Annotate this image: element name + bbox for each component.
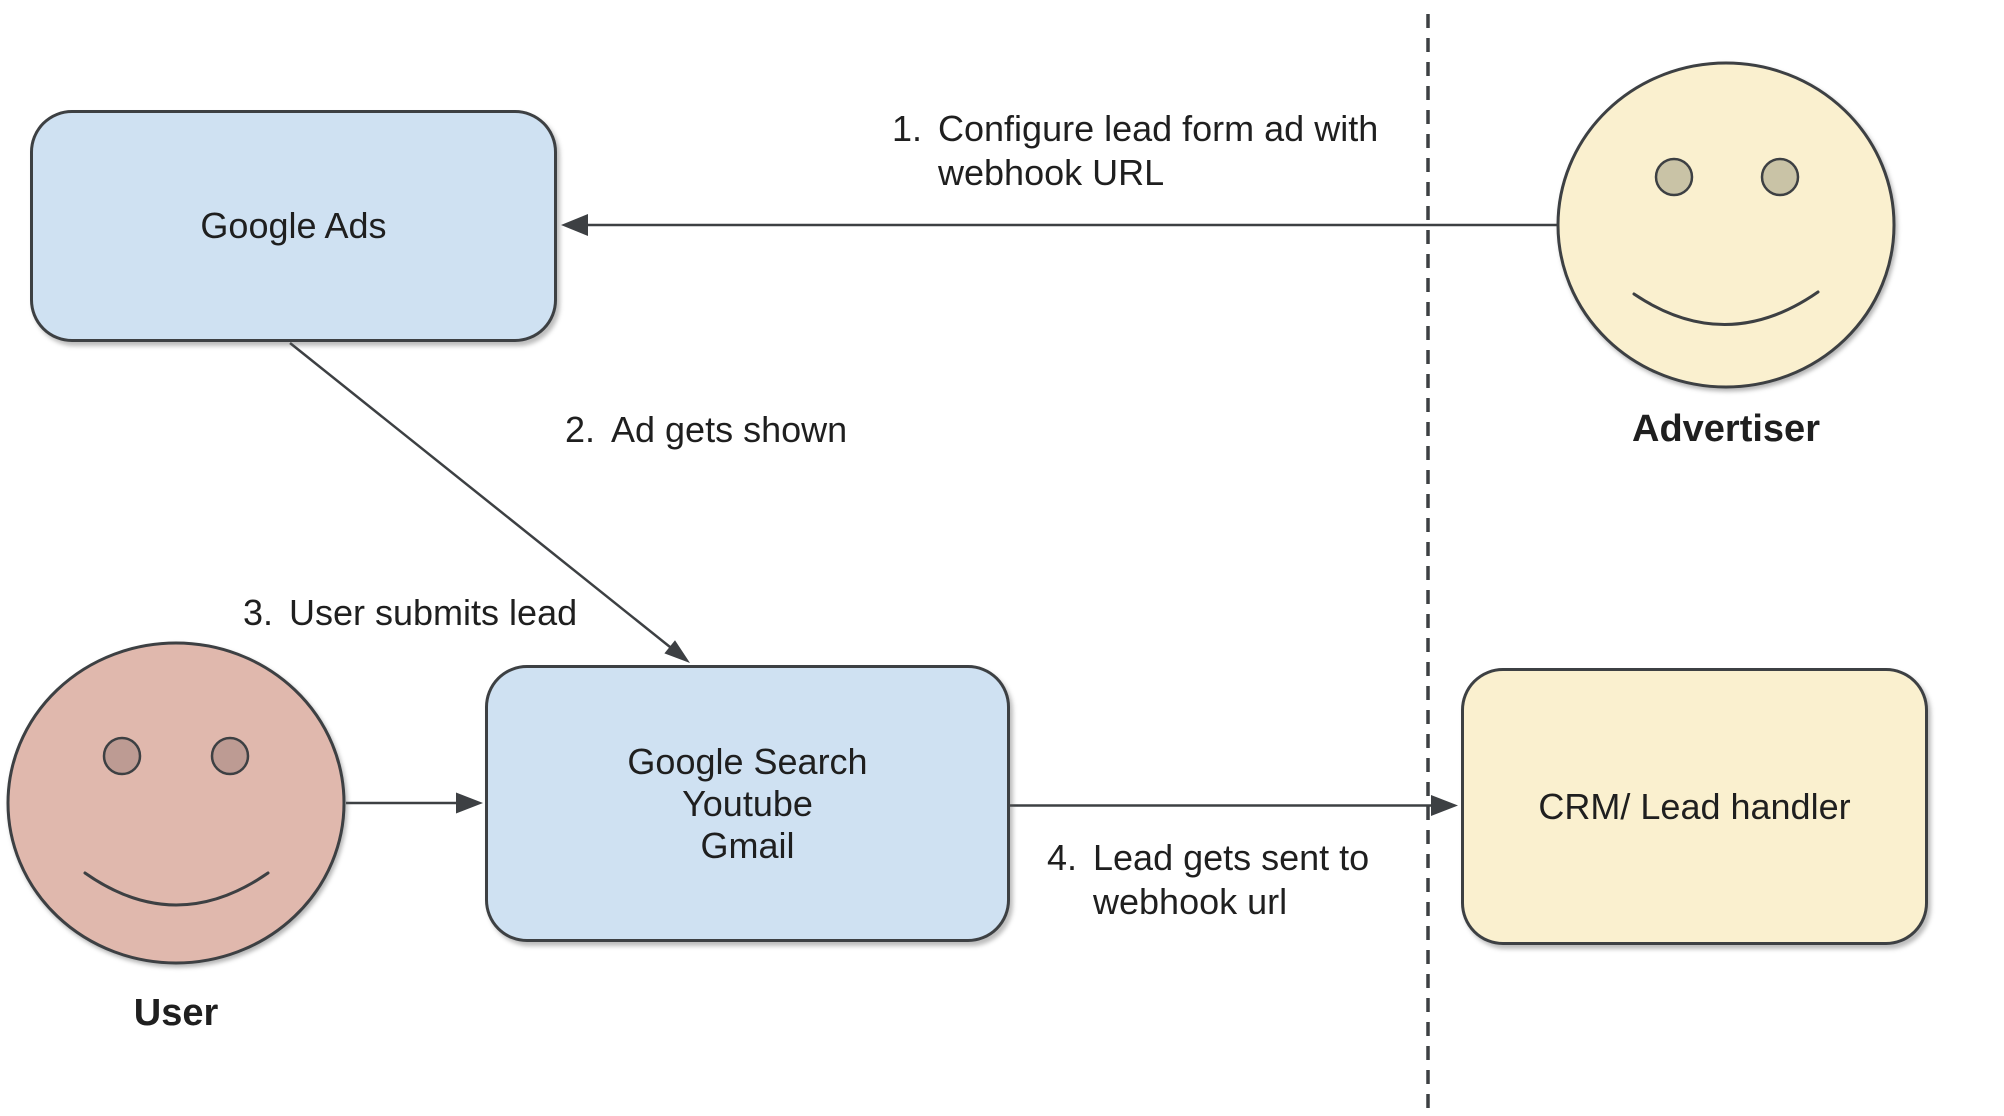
step-2-text: Ad gets shown <box>611 409 848 450</box>
advertiser-smile <box>1632 290 1820 326</box>
user-face-icon <box>6 641 346 965</box>
arrow-ad-shown-line <box>289 342 671 648</box>
node-google-ads: Google Ads <box>30 110 557 342</box>
node-crm: CRM/ Lead handler <box>1461 668 1928 945</box>
advertiser-face-circle <box>1556 61 1896 389</box>
node-google-surfaces-line-3: Gmail <box>700 824 795 866</box>
step-1-number: 1. <box>892 108 923 149</box>
step-3-number: 3. <box>243 592 274 633</box>
node-google-surfaces-line-2: Youtube <box>682 782 813 824</box>
user-label: User <box>133 992 219 1034</box>
arrow-lead-webhook-head <box>1431 795 1458 816</box>
user-eye-right <box>210 736 250 776</box>
user-face-circle <box>6 641 346 965</box>
advertiser-label: Advertiser <box>1632 408 1820 450</box>
node-google-ads-label: Google Ads <box>200 205 387 246</box>
user-smile <box>83 871 270 907</box>
step-2-label: 2. Ad gets shown <box>565 408 847 452</box>
advertiser-eye-right <box>1760 157 1800 197</box>
step-4-number: 4. <box>1047 837 1078 878</box>
node-google-surfaces: Google Search Youtube Gmail <box>485 665 1010 942</box>
arrow-ad-shown-head <box>664 640 690 663</box>
step-3-text: User submits lead <box>289 592 578 633</box>
arrow-lead-webhook <box>1010 795 1458 816</box>
arrow-user-submits <box>346 792 483 814</box>
node-crm-label: CRM/ Lead handler <box>1538 785 1851 827</box>
user-eye-left <box>102 736 142 776</box>
node-google-surfaces-label: Google Search Youtube Gmail <box>627 741 867 867</box>
arrow-configure-webhook-head <box>561 214 588 236</box>
advertiser-face-icon <box>1556 61 1896 389</box>
arrow-configure-webhook <box>561 214 1558 236</box>
step-3-label: 3. User submits lead <box>243 591 577 635</box>
arrow-ad-shown <box>289 342 690 663</box>
arrow-user-submits-head <box>456 792 483 814</box>
advertiser-eye-left <box>1654 157 1694 197</box>
node-google-surfaces-line-1: Google Search <box>627 740 868 782</box>
step-2-number: 2. <box>565 409 596 450</box>
